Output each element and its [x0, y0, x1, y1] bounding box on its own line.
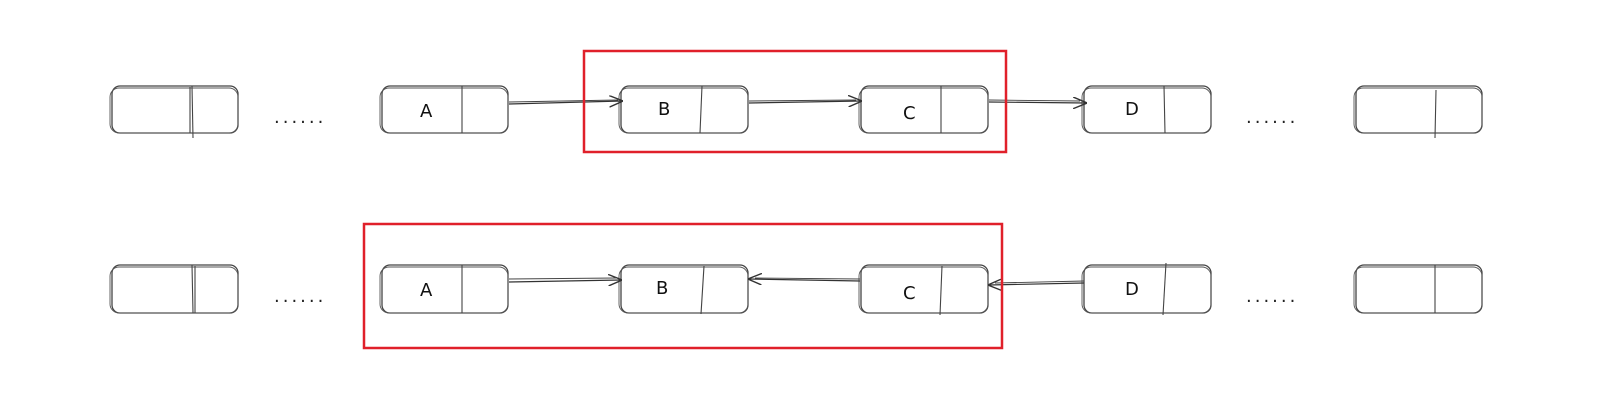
- row-1-node-a-label: A: [420, 101, 433, 122]
- row-2-node-c: C: [858, 264, 989, 316]
- row-2-node-b-label: B: [656, 278, 668, 299]
- row-2-node-1: [109, 264, 239, 314]
- row-2-node-a: A: [379, 264, 509, 314]
- row-1-node-1: [109, 85, 239, 139]
- row-1-arrow-a-b: [508, 100, 622, 104]
- row-1-node-d: D: [1081, 85, 1212, 134]
- row-2-highlight-box: [362, 222, 1004, 350]
- row-1-node-a: A: [379, 85, 509, 134]
- row-2-node-d: D: [1081, 262, 1212, 316]
- row-2-arrow-c-b: [749, 278, 861, 281]
- row-1-node-b-label: B: [658, 99, 670, 120]
- row-2-ellipsis-right: ......: [1246, 286, 1298, 307]
- row-2-arrow-d-c: [989, 281, 1085, 285]
- row-1-node-d-label: D: [1125, 99, 1139, 120]
- row-1-node-c: C: [858, 85, 989, 134]
- row-2-node-b: B: [618, 264, 749, 315]
- row-2: ...... A B C D ......: [109, 222, 1483, 350]
- row-2-node-d-label: D: [1125, 279, 1139, 300]
- row-1-node-b: B: [618, 85, 749, 134]
- row-2-node-a-label: A: [420, 280, 433, 301]
- row-1-ellipsis-right: ......: [1246, 107, 1298, 128]
- row-1: ...... A B C D ......: [109, 49, 1483, 154]
- row-1-node-c-label: C: [903, 103, 916, 124]
- row-1-arrow-c-d: [988, 100, 1086, 103]
- row-1-node-6: [1353, 85, 1483, 139]
- row-2-arrow-a-b: [508, 278, 621, 282]
- row-1-highlight-box: [582, 49, 1008, 154]
- row-2-node-c-label: C: [903, 283, 916, 304]
- row-1-arrow-b-c: [748, 100, 861, 103]
- row-2-node-6: [1353, 264, 1483, 314]
- row-1-ellipsis-left: ......: [274, 107, 326, 128]
- row-2-ellipsis-left: ......: [274, 286, 326, 307]
